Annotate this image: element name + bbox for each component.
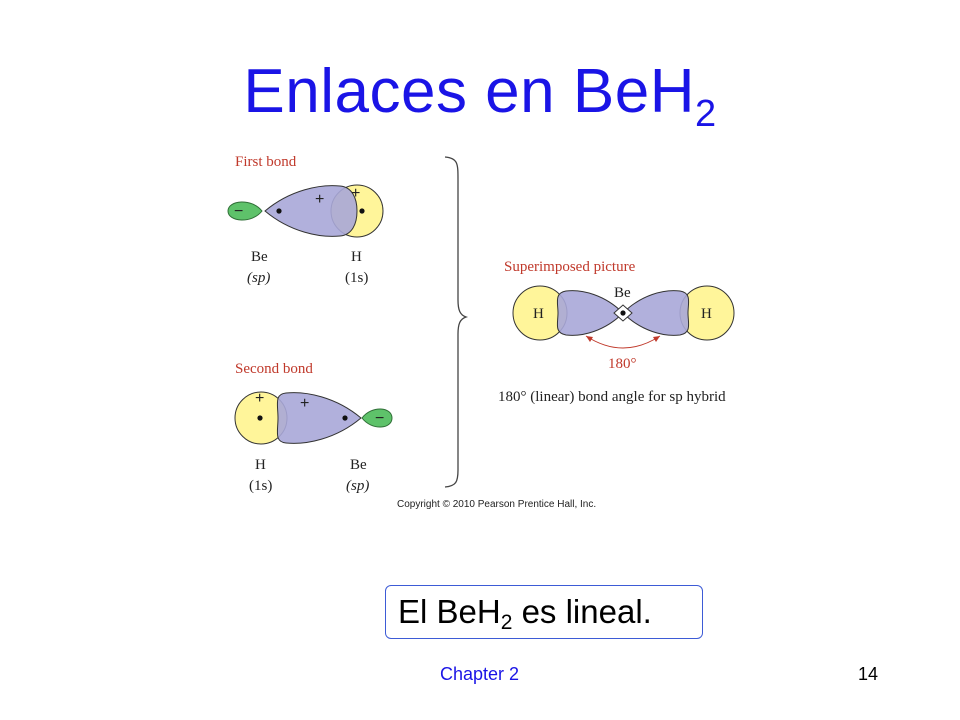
second-bond-h-label: H bbox=[255, 457, 266, 473]
title-subscript: 2 bbox=[694, 93, 717, 135]
second-bond-1s-label: (1s) bbox=[249, 478, 272, 494]
first-bond-be-nucleus bbox=[276, 208, 282, 214]
second-bond-h-nucleus bbox=[257, 415, 263, 421]
first-bond-h-label: H bbox=[351, 249, 362, 265]
orbital-diagram: First bond − + + Be (sp) H (1s) Second b… bbox=[220, 140, 780, 520]
first-bond-sp-label: (sp) bbox=[247, 270, 270, 286]
first-bond-small-lobe bbox=[227, 201, 263, 221]
slide-title: Enlaces en BeH2 bbox=[0, 56, 960, 136]
second-bond-sp-lobe bbox=[276, 392, 362, 444]
title-text: Enlaces en BeH bbox=[243, 57, 695, 126]
angle-arrow-left bbox=[586, 336, 593, 342]
superimposed-caption: 180° (linear) bond angle for sp hybrid bbox=[498, 389, 726, 405]
first-bond-plus-lobe: + bbox=[315, 191, 324, 208]
second-bond-sp-label: (sp) bbox=[346, 478, 369, 494]
first-bond-1s-label: (1s) bbox=[345, 270, 368, 286]
second-bond-plus-h: + bbox=[255, 390, 264, 407]
page-number: 14 bbox=[858, 664, 879, 684]
first-bond-be-label: Be bbox=[251, 249, 268, 265]
brace bbox=[444, 156, 469, 488]
conclusion-suffix: es lineal. bbox=[512, 593, 652, 630]
second-bond-be-nucleus bbox=[342, 415, 348, 421]
angle-label: 180° bbox=[608, 356, 637, 372]
superimposed-heading: Superimposed picture bbox=[504, 259, 636, 275]
second-bond-heading: Second bond bbox=[235, 361, 313, 377]
copyright-text: Copyright © 2010 Pearson Prentice Hall, … bbox=[397, 499, 596, 510]
footer-chapter: Chapter 2 bbox=[440, 664, 520, 684]
conclusion-subscript: 2 bbox=[500, 611, 513, 634]
first-bond-heading: First bond bbox=[235, 154, 297, 170]
second-bond-plus-lobe: + bbox=[300, 395, 309, 412]
superimposed-right-h-label: H bbox=[701, 306, 712, 322]
angle-arc bbox=[585, 335, 661, 349]
superimposed-right-lobe bbox=[622, 290, 690, 336]
superimposed-be-label: Be bbox=[614, 285, 631, 301]
superimposed-left-lobe bbox=[556, 290, 624, 336]
first-bond-plus-h: + bbox=[351, 185, 360, 202]
conclusion-box: El BeH2 es lineal. bbox=[385, 585, 703, 639]
first-bond-h-nucleus bbox=[359, 208, 365, 214]
superimposed-be-nucleus bbox=[620, 310, 626, 316]
orbital-diagram-svg: First bond − + + Be (sp) H (1s) Second b… bbox=[227, 154, 735, 510]
superimposed-left-h-label: H bbox=[533, 306, 544, 322]
first-bond-minus-sign: − bbox=[234, 203, 243, 220]
second-bond-minus-sign: − bbox=[375, 410, 384, 427]
first-bond-sp-lobe bbox=[264, 185, 358, 237]
second-bond-be-label: Be bbox=[350, 457, 367, 473]
conclusion-prefix: El BeH bbox=[398, 593, 501, 630]
second-bond-small-lobe bbox=[361, 408, 393, 428]
angle-arrow-right bbox=[653, 336, 660, 342]
